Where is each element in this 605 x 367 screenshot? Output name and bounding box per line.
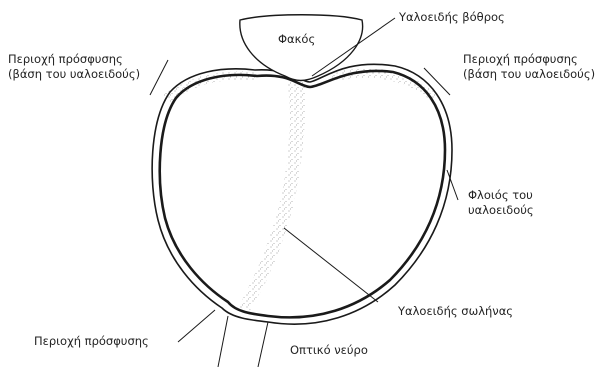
attachment-right-label-line1: Περιοχή πρόσφυσης <box>463 52 595 67</box>
hyaloid-fossa-label: Υαλοειδής βόθρος <box>399 10 505 25</box>
attachment-bottom-label: Περιοχή πρόσφυσης <box>34 334 149 349</box>
hyaloid-canal-label: Υαλοειδής σωλήνας <box>398 304 513 319</box>
cortex-stipple-right <box>330 69 438 101</box>
cortex-label-line2: υαλοειδούς <box>468 203 534 218</box>
attachment-left-label-line1: Περιοχή πρόσφυσης <box>8 52 140 67</box>
cortex-label: Φλοιός του υαλοειδούς <box>468 188 534 218</box>
attachment-right-label-line2: (βάση του υαλοειδούς) <box>463 67 595 82</box>
cortex-label-line1: Φλοιός του <box>468 188 534 203</box>
optic-nerve-right-edge <box>258 322 268 367</box>
lens-label: Φακός <box>278 32 315 47</box>
attachment-left-label-line2: (βάση του υαλοειδούς) <box>8 67 140 82</box>
attachment-left-label: Περιοχή πρόσφυσης (βάση του υαλοειδούς) <box>8 52 140 82</box>
hyaloid-canal-band <box>238 82 305 310</box>
leader-attachment-bottom <box>178 310 215 342</box>
optic-nerve-left-edge <box>218 316 228 367</box>
optic-nerve-label: Οπτικό νεύρο <box>290 343 368 358</box>
attachment-right-label: Περιοχή πρόσφυσης (βάση του υαλοειδούς) <box>463 52 595 82</box>
leader-hyaloid-canal <box>284 228 378 302</box>
leader-attachment-left <box>150 60 168 95</box>
